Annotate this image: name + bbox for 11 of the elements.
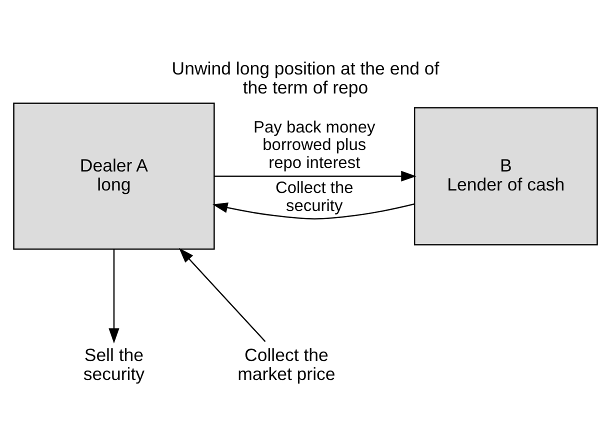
edge-label: Collect the security	[275, 178, 354, 214]
arrow	[212, 202, 415, 219]
arrow	[178, 247, 266, 342]
node-text: Sell the security	[83, 344, 145, 384]
node-text: Collect the market price	[238, 344, 336, 384]
edge-label: Pay back money borrowed plus repo interest	[254, 118, 376, 172]
arrow	[108, 248, 120, 343]
node-box: Dealer A long	[13, 102, 215, 250]
node-box: B Lender of cash	[414, 106, 598, 245]
arrow	[214, 170, 416, 182]
diagram-title: Unwind long position at the end of the term of repo	[172, 58, 440, 97]
